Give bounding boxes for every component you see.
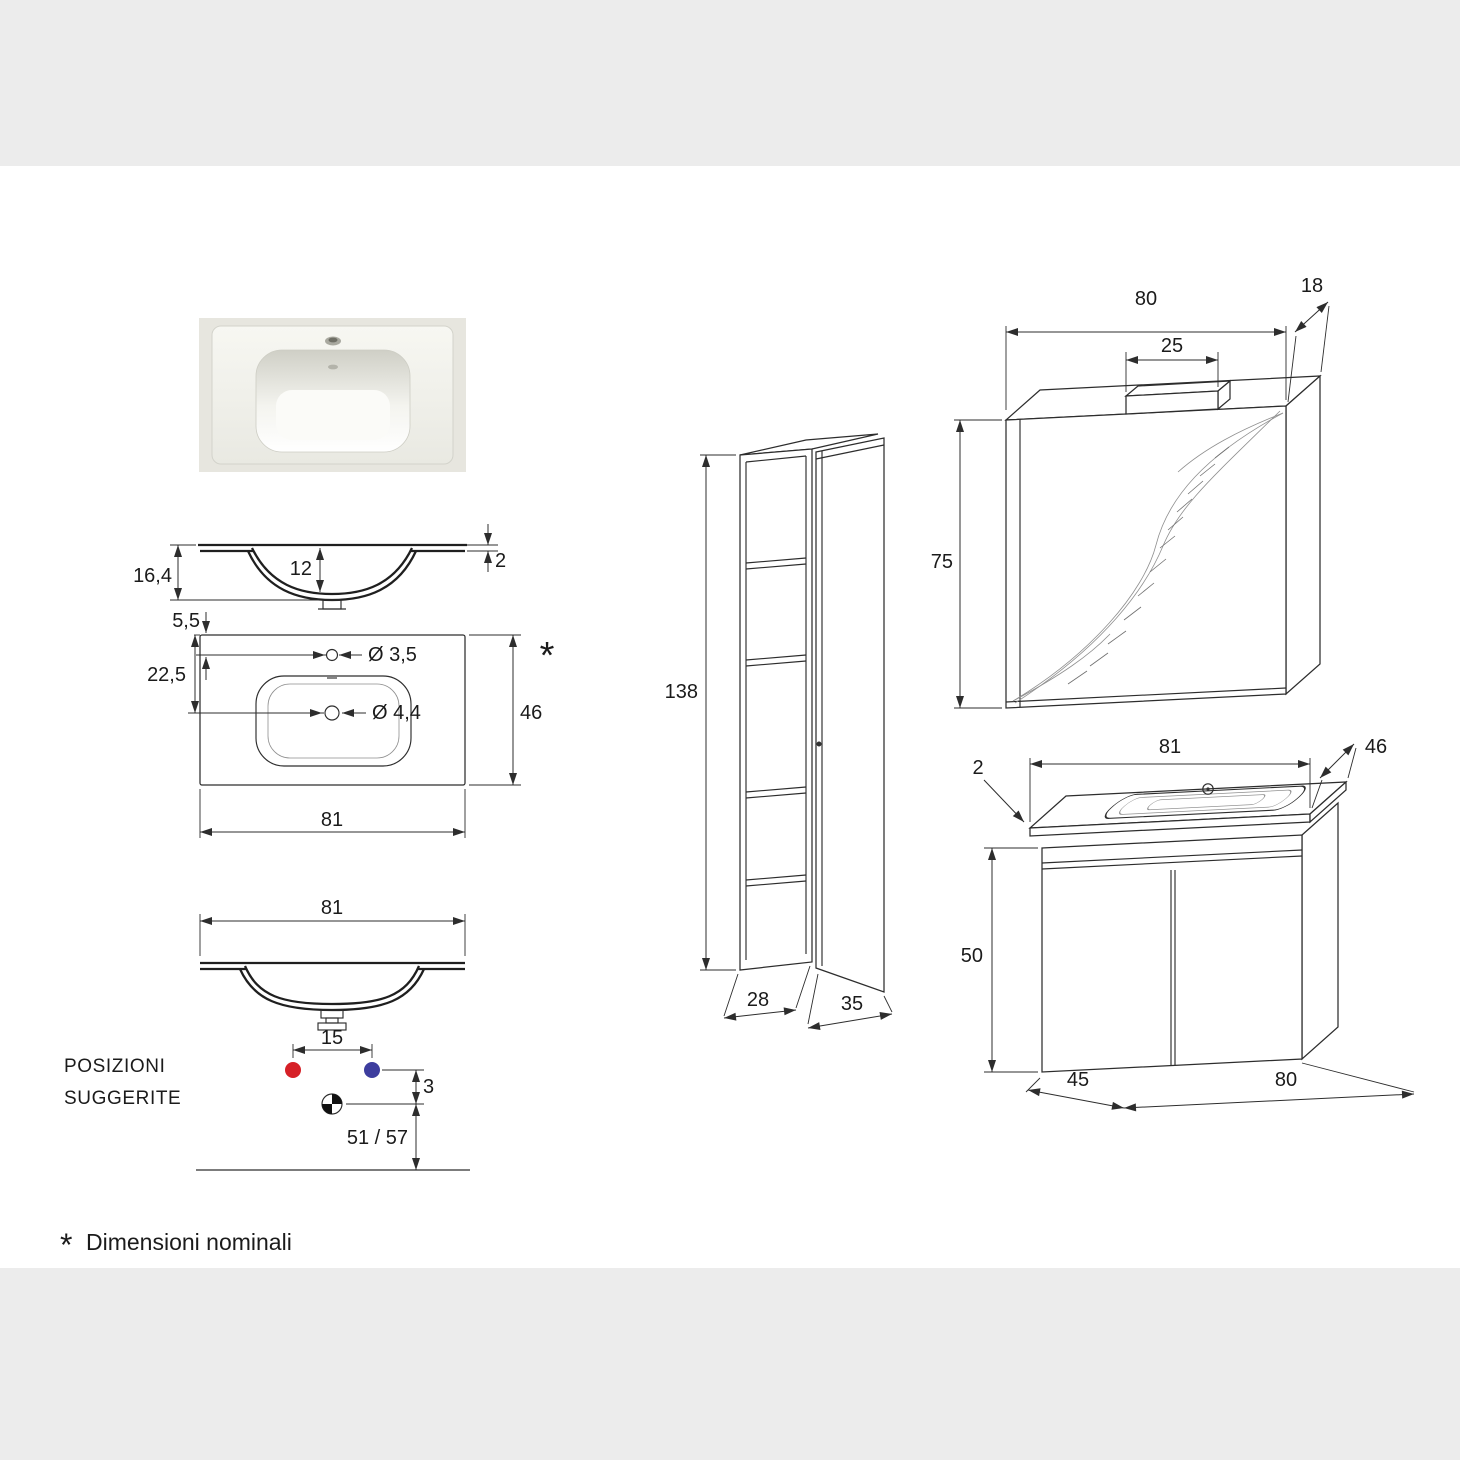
vanity-basin-width-dim-label: 81 — [1159, 736, 1181, 758]
vanity-basin-thickness-dim-label: 2 — [972, 757, 983, 779]
footnote-text: Dimensioni nominali — [86, 1229, 292, 1255]
vanity-faucet-hole — [1202, 783, 1214, 795]
plan-drain-hole — [324, 705, 340, 721]
column-width-dim-label: 35 — [841, 993, 863, 1015]
vanity-bowl — [1104, 785, 1306, 819]
positions-note-line1: POSIZIONI — [64, 1056, 165, 1077]
vanity-unit-drawing: 81 46 2 50 45 80 — [961, 736, 1415, 1112]
front-width-dim-label: 81 — [321, 897, 343, 919]
mirror-side-face — [1285, 374, 1321, 696]
mirror-cabinet-drawing: 80 18 25 75 — [931, 275, 1330, 709]
drain-hole-dim-label: Ø 4,4 — [372, 702, 421, 724]
vanity-side-face — [1301, 801, 1339, 1061]
vanity-front-face — [1041, 834, 1303, 1073]
column-height-dim-label: 138 — [665, 681, 698, 703]
washbasin-photo — [199, 318, 466, 472]
mirror-lamp — [1124, 379, 1232, 415]
column-depth-dim-label: 28 — [747, 989, 769, 1011]
tall-cabinet-drawing: 138 28 35 — [665, 433, 893, 1030]
faucet-offset-dim-label: 5,5 — [172, 610, 200, 632]
overflow-hole — [328, 364, 338, 370]
plan-width-dim-label: 81 — [321, 809, 343, 831]
vanity-height-dim-label: 50 — [961, 945, 983, 967]
column-carcass — [739, 448, 813, 971]
column-shelves — [745, 557, 807, 887]
offset-below-dim-label: 3 — [423, 1076, 434, 1098]
footnote: * Dimensioni nominali — [60, 1227, 292, 1263]
bottom-band — [0, 1268, 1460, 1460]
position-dot-blue — [364, 1062, 380, 1078]
mirror-height-dim-label: 75 — [931, 551, 953, 573]
vanity-width-dim-label: 80 — [1275, 1069, 1297, 1091]
lamp-width-dim-label: 25 — [1161, 335, 1183, 357]
mirror-depth-dim-label: 18 — [1301, 275, 1323, 297]
section-height-dim-label: 16,4 — [133, 565, 172, 587]
washbasin-section-view: 16,4 12 2 — [133, 524, 506, 610]
door-knob — [816, 741, 822, 747]
vanity-basin-depth-dim-label: 46 — [1365, 736, 1387, 758]
plan-outline — [199, 634, 466, 786]
plan-bowl — [255, 675, 412, 767]
column-open-door — [815, 437, 885, 993]
mirror-width-dim-label: 80 — [1135, 288, 1157, 310]
footnote-mark: * — [60, 1227, 72, 1263]
drain-offset-dim-label: 22,5 — [147, 664, 186, 686]
faucet-hole-dim-label: Ø 3,5 — [368, 644, 417, 666]
drain-height-dim-label: 51 / 57 — [347, 1127, 408, 1149]
drain-fitting — [322, 599, 342, 610]
position-dot-red — [285, 1062, 301, 1078]
front-drain-body — [320, 1009, 344, 1019]
mirror-front-face — [1005, 405, 1287, 709]
top-band — [0, 0, 1460, 166]
suggested-positions-diagram: POSIZIONI SUGGERITE 15 3 51 / 57 — [64, 1027, 470, 1171]
hole-spacing-dim-label: 15 — [321, 1027, 343, 1049]
washbasin-plan-view: Ø 3,5 Ø 4,4 5,5 22,5 46 81 * — [147, 610, 555, 838]
vanity-depth-dim-label: 45 — [1067, 1069, 1089, 1091]
plan-depth-dim-label: 46 — [520, 702, 542, 724]
nominal-dims-mark: * — [540, 635, 555, 677]
section-rim-edge-label: 2 — [495, 550, 506, 572]
section-bowl-depth-label: 12 — [290, 558, 312, 580]
mirror-reflection-swoosh — [1012, 410, 1284, 704]
washbasin-front-view: 81 — [199, 897, 466, 1031]
bowl-bottom — [276, 390, 390, 440]
plan-faucet-hole — [325, 648, 339, 662]
positions-note-line2: SUGGERITE — [64, 1088, 181, 1109]
